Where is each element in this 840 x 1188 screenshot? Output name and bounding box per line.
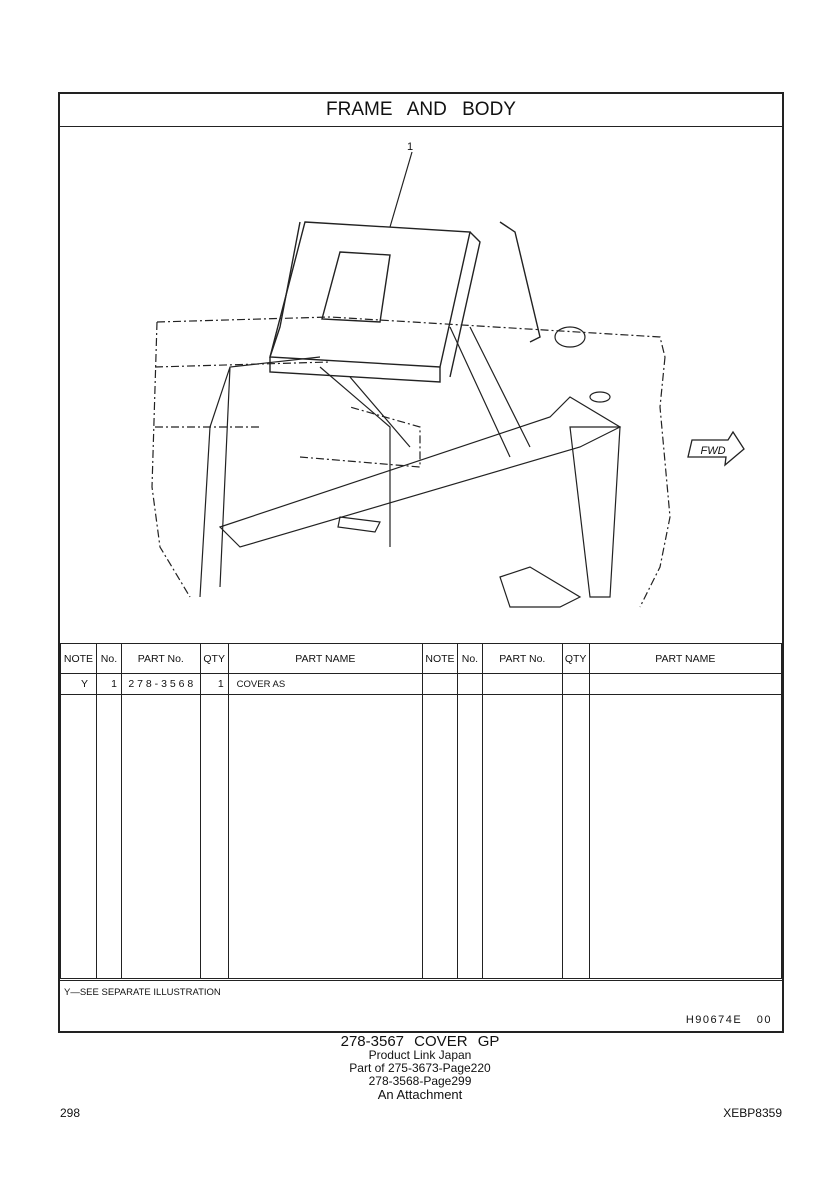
page-title: FRAME AND BODY — [60, 94, 782, 127]
caption-main: 278-3567 COVER GP — [340, 1033, 500, 1050]
col-note-2: NOTE — [421, 643, 458, 674]
row-no: 1 — [95, 673, 122, 695]
table-row: Y 1 2 7 8 - 3 5 6 8 1 COVER AS — [60, 673, 783, 695]
frame-outline — [151, 316, 671, 608]
doc-number: XEBP8359 — [723, 1106, 782, 1120]
table-empty-space — [60, 694, 783, 979]
table-header: NOTE No. PART No. QTY PART NAME NOTE No.… — [60, 643, 783, 674]
caption: 278-3567 COVER GP Product Link Japan Par… — [0, 1034, 840, 1101]
fwd-arrow-icon: FWD — [687, 430, 745, 467]
caption-line: Part of 275-3673-Page220 — [349, 1061, 491, 1075]
col-part-no-2: PART No. — [481, 643, 563, 674]
callout-leader — [389, 151, 413, 228]
col-no: No. — [95, 643, 122, 674]
parts-illustration: 1 FWD — [151, 141, 745, 608]
col-no-2: No. — [456, 643, 483, 674]
callout-1: 1 — [407, 141, 413, 153]
frame-structure — [199, 326, 622, 608]
cover-plate — [269, 221, 541, 383]
caption-line: An Attachment — [377, 1087, 463, 1102]
col-part-name-2: PART NAME — [588, 643, 783, 674]
row-note: Y — [60, 673, 97, 695]
caption-line: Product Link Japan — [368, 1048, 472, 1062]
row-part-name: COVER AS — [227, 673, 423, 695]
col-qty-2: QTY — [561, 643, 590, 674]
col-qty: QTY — [199, 643, 229, 674]
page-number: 298 — [60, 1106, 81, 1120]
row-qty: 1 — [199, 673, 229, 695]
col-note: NOTE — [60, 643, 97, 674]
parts-frame: FRAME AND BODY 1 FWD NOTE No. PART No. Q… — [58, 92, 784, 1033]
row-part-no: 2 7 8 - 3 5 6 8 — [120, 673, 201, 695]
footnote-area: Y—SEE SEPARATE ILLUSTRATION H90674E 00 — [60, 980, 782, 1032]
fwd-label: FWD — [700, 445, 725, 457]
drawing-code: H90674E 00 — [685, 1014, 772, 1026]
caption-line: 278-3568-Page299 — [368, 1074, 472, 1088]
footnote: Y—SEE SEPARATE ILLUSTRATION — [64, 987, 221, 998]
col-part-name: PART NAME — [227, 643, 423, 674]
parts-table: NOTE No. PART No. QTY PART NAME NOTE No.… — [60, 643, 783, 979]
col-part-no: PART No. — [120, 643, 201, 674]
